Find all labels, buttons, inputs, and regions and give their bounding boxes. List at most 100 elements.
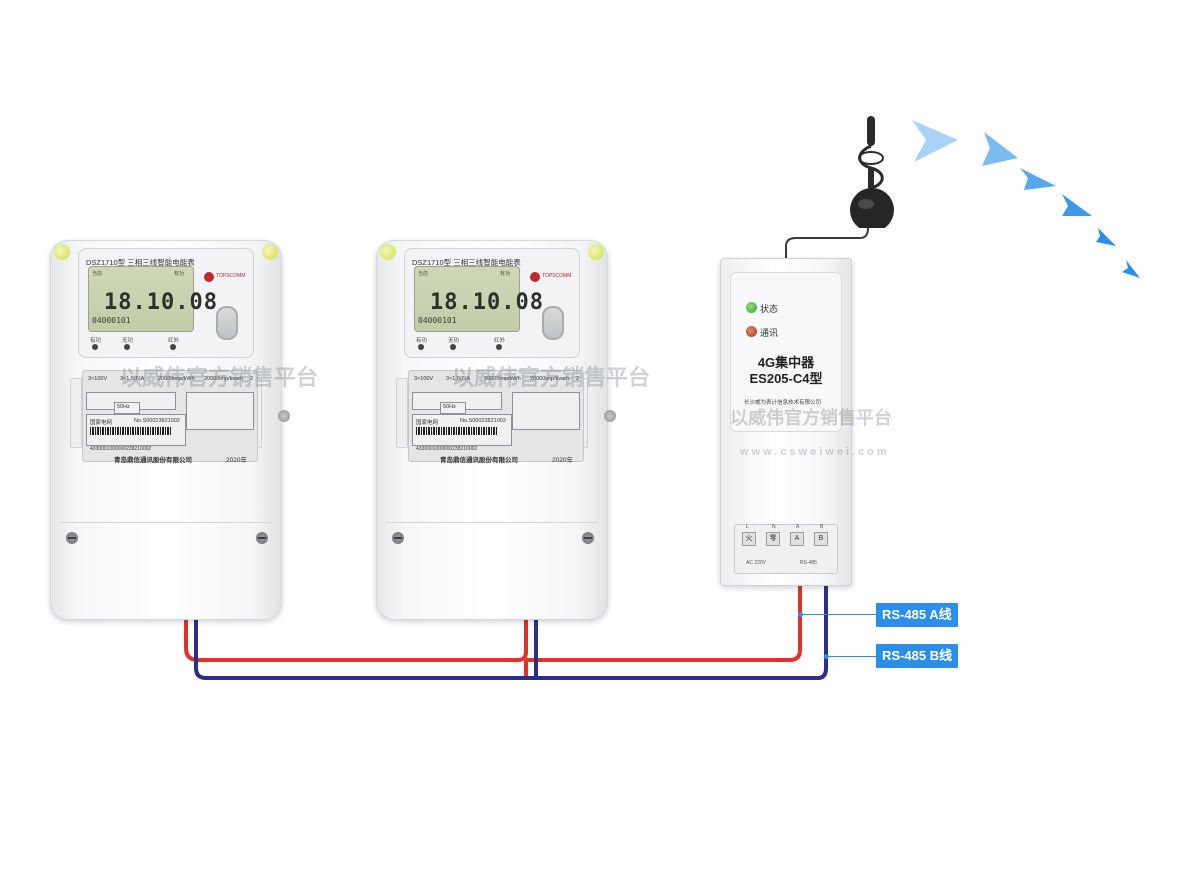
grid-label: 国家电网 (416, 420, 439, 426)
indicator-label: 红外 (494, 338, 506, 344)
indicator-led (496, 344, 502, 350)
antenna-icon (850, 116, 894, 228)
callout-b-leader (828, 656, 876, 657)
lcd-sub-reading: 04000101 (418, 316, 457, 325)
antenna-cable (785, 218, 869, 258)
watermark: 以威伟官方销售平台 (730, 408, 892, 428)
frequency-box (114, 402, 140, 414)
seal-dot (588, 244, 604, 260)
lcd-reading: 18.10.08 (104, 290, 218, 315)
indicator-led (92, 344, 98, 350)
spec-reactive-const: 20000imp/kvarh (530, 376, 570, 382)
status-label: 状态 (760, 304, 779, 314)
infrared-port (542, 306, 564, 340)
grid-label: 国家电网 (90, 420, 113, 426)
lcd-tag-left: 当前 (92, 271, 103, 277)
manufacture-year: 2020年 (226, 457, 247, 464)
cover-seam (386, 522, 598, 523)
callout-rs485-b: RS-485 B线 (876, 644, 959, 668)
terminal-diagram (512, 392, 580, 430)
meter-model: DSZ1710型 三相三线智能电能表 (412, 258, 521, 267)
barcode-number: 4330001000000238210002 (416, 446, 478, 452)
watermark-url: www.csweiwei.com (740, 446, 890, 458)
spec-voltage: 3×100V (88, 376, 108, 382)
signal-arrows (912, 120, 1140, 278)
indicator-label: 红外 (168, 338, 180, 344)
indicator-label: 有功 (416, 338, 428, 344)
indicator-led (418, 344, 424, 350)
spec-active-const: 20000imp/kWh (158, 376, 195, 382)
serial-number: No.S00023821002 (134, 418, 180, 424)
barcode (416, 427, 498, 435)
spec-current: 3×1.5(6)A (446, 376, 471, 382)
signal-arrow-icon (1062, 194, 1092, 216)
lcd-screen: 当前 有功 18.10.08 04000101 (414, 266, 543, 332)
indicator-led (450, 344, 456, 350)
lcd-tag-right: 有功 (500, 271, 511, 277)
status-led (746, 302, 757, 313)
terminal-block: L N A B 火 零 A B AC 220V RS-485 (734, 524, 838, 574)
energy-meter-2: DSZ1710型 三相三线智能电能表 TOPSCOMM 当前 有功 18.10.… (376, 240, 616, 620)
terminal-b: B (814, 532, 828, 546)
terminal-tag: L (746, 524, 749, 530)
terminal-a: A (790, 532, 804, 546)
indicator-label: 有功 (90, 338, 102, 344)
serial-number: No.S00023821002 (460, 418, 506, 424)
terminal-footer-left: AC 220V (746, 560, 767, 566)
terminal-tag: N (772, 524, 776, 530)
seal-dot (54, 244, 70, 260)
watermark: 以威伟官方销售平台 (120, 365, 319, 390)
terminal-n: 零 (766, 532, 780, 546)
signal-arrow-icon (1122, 260, 1140, 278)
nameplate: 3×100V 3×1.5(6)A 20000imp/kWh 20000imp/k… (408, 370, 584, 462)
screw (66, 532, 78, 544)
watermark: 以威伟官方销售平台 (452, 365, 651, 390)
rs485-b-wire (194, 586, 828, 680)
side-clip (396, 378, 408, 448)
manufacturer: 青岛鼎信通讯股份有限公司 (440, 457, 518, 464)
callout-a-anchor (798, 612, 803, 617)
manufacturer: 青岛鼎信通讯股份有限公司 (114, 457, 192, 464)
screw (256, 532, 268, 544)
seal-dot (262, 244, 278, 260)
terminal-tag: A (796, 524, 800, 530)
barcode-number: 4330001000000238210002 (90, 446, 152, 452)
callout-rs485-a: RS-485 A线 (876, 603, 958, 627)
concentrator-maker: 长沙威为表计信息技术有限公司 (744, 400, 822, 406)
signal-arrow-icon (912, 120, 958, 162)
side-screw (604, 410, 616, 422)
cover-seam (60, 522, 272, 523)
screw (582, 532, 594, 544)
energy-meter-1: DSZ1710型 三相三线智能电能表 TOPSCOMM 当前 有功 18.10.… (50, 240, 290, 620)
lcd-screen: 当前 有功 18.10.08 04000101 (88, 266, 217, 332)
brand-logo-icon (204, 272, 214, 282)
meter-brand: TOPSCOMM (216, 273, 246, 279)
spec-active-const: 20000imp/kWh (484, 376, 521, 382)
concentrator-model: ES205-C4型 (749, 371, 823, 386)
spec-reactive-const: 20000imp/kvarh (204, 376, 244, 382)
manufacture-year: 2020年 (552, 457, 573, 464)
indicator-led (124, 344, 130, 350)
comm-led (746, 326, 757, 337)
spec-voltage: 3×100V (414, 376, 434, 382)
frequency-box (440, 402, 466, 414)
side-clip (70, 378, 82, 448)
concentrator-panel (730, 272, 842, 432)
lcd-tag-right: 有功 (174, 271, 185, 277)
indicator-label: 无功 (448, 338, 460, 344)
callout-a-leader (802, 614, 876, 615)
signal-arrow-icon (982, 132, 1018, 166)
spec-current: 3×1.5(6)A (120, 376, 145, 382)
brand-logo-icon (530, 272, 540, 282)
callout-b-anchor (824, 654, 829, 659)
infrared-port (216, 306, 238, 340)
comm-label: 通讯 (760, 328, 779, 338)
side-screw (278, 410, 290, 422)
indicator-label: 无功 (122, 338, 134, 344)
lcd-reading: 18.10.08 (430, 290, 544, 315)
frequency: 50Hz (443, 404, 456, 410)
spec-class: 2 (576, 376, 580, 382)
concentrator-4g: 状态 通讯 4G集中器 ES205-C4型 长沙威为表计信息技术有限公司 L N… (720, 258, 852, 586)
meter-model: DSZ1710型 三相三线智能电能表 (86, 258, 195, 267)
